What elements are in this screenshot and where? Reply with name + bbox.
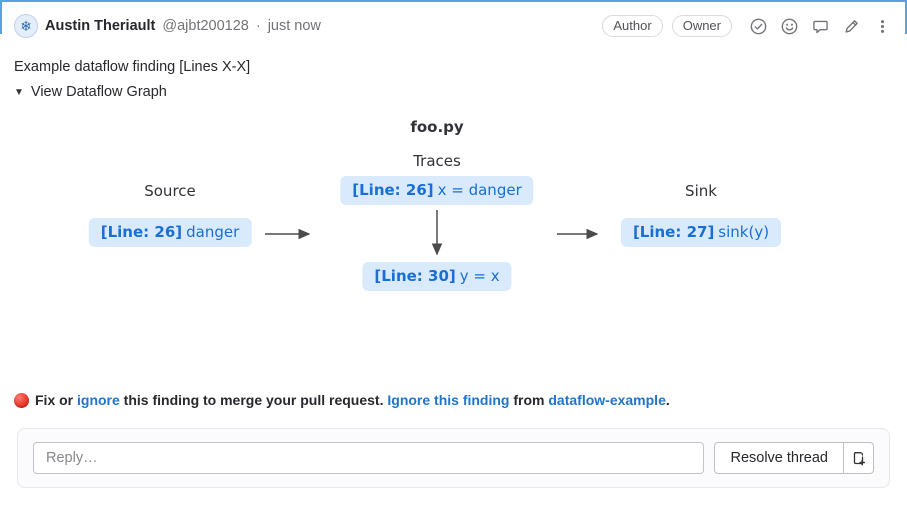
author-badge: Author [602, 15, 663, 37]
author-handle: @ajbt200128 [162, 18, 249, 34]
comment-title: Example dataflow finding [Lines X-X] [14, 59, 251, 75]
reply-card: Resolve thread [17, 428, 890, 488]
reply-input[interactable] [33, 442, 705, 474]
merge-warning: Fix or ignore this finding to merge your… [0, 392, 907, 408]
ignore-link[interactable]: ignore [77, 392, 120, 408]
header-actions: Author Owner [602, 15, 891, 37]
dataflow-graph-toggle-label: View Dataflow Graph [30, 84, 167, 100]
comment-header: ❄ Austin Theriault @ajbt200128 · just no… [0, 0, 907, 39]
caret-down-icon: ▼ [14, 86, 24, 98]
check-circle-icon[interactable] [749, 17, 767, 35]
graph-node-trace-2: [Line: 30]y = x [362, 262, 512, 291]
timestamp[interactable]: just now [267, 18, 321, 34]
pencil-icon[interactable] [842, 17, 860, 35]
ignore-this-finding-link[interactable]: Ignore this finding [387, 392, 510, 408]
red-circle-icon [14, 392, 29, 408]
kebab-menu-icon[interactable] [873, 17, 891, 35]
dataflow-graph-toggle[interactable]: ▼ View Dataflow Graph [0, 75, 181, 100]
merge-warning-text: Fix or ignore this finding to merge your… [35, 392, 670, 408]
author-name[interactable]: Austin Theriault [45, 18, 156, 34]
author-info: ❄ Austin Theriault @ajbt200128 · just no… [14, 14, 321, 38]
owner-badge: Owner [671, 15, 732, 37]
highlight-border-top [0, 0, 907, 2]
thread-actions: Resolve thread [714, 442, 874, 474]
comment-icon[interactable] [811, 17, 829, 35]
avatar[interactable]: ❄ [14, 14, 38, 38]
dataflow-example-link[interactable]: dataflow-example [548, 392, 666, 408]
avatar-snowflake-icon: ❄ [20, 17, 32, 34]
highlight-border-right [905, 0, 907, 34]
graph-file-label: foo.py [410, 118, 464, 136]
role-badges: Author Owner [602, 15, 732, 37]
graph-node-trace-1: [Line: 26]x = danger [340, 176, 534, 205]
separator-dot: · [255, 18, 261, 34]
graph-source-label: Source [144, 182, 196, 200]
graph-traces-label: Traces [413, 152, 461, 170]
graph-node-sink: [Line: 27]sink(y) [620, 218, 782, 247]
graph-sink-label: Sink [685, 182, 717, 200]
graph-node-source: [Line: 26]danger [88, 218, 252, 247]
highlight-border-left [0, 0, 2, 34]
smiley-icon[interactable] [780, 17, 798, 35]
resolve-thread-button[interactable]: Resolve thread [714, 442, 844, 474]
issue-new-icon[interactable] [843, 442, 874, 474]
dataflow-graph: foo.py Traces Source Sink [Line: 26]x = … [0, 112, 907, 302]
